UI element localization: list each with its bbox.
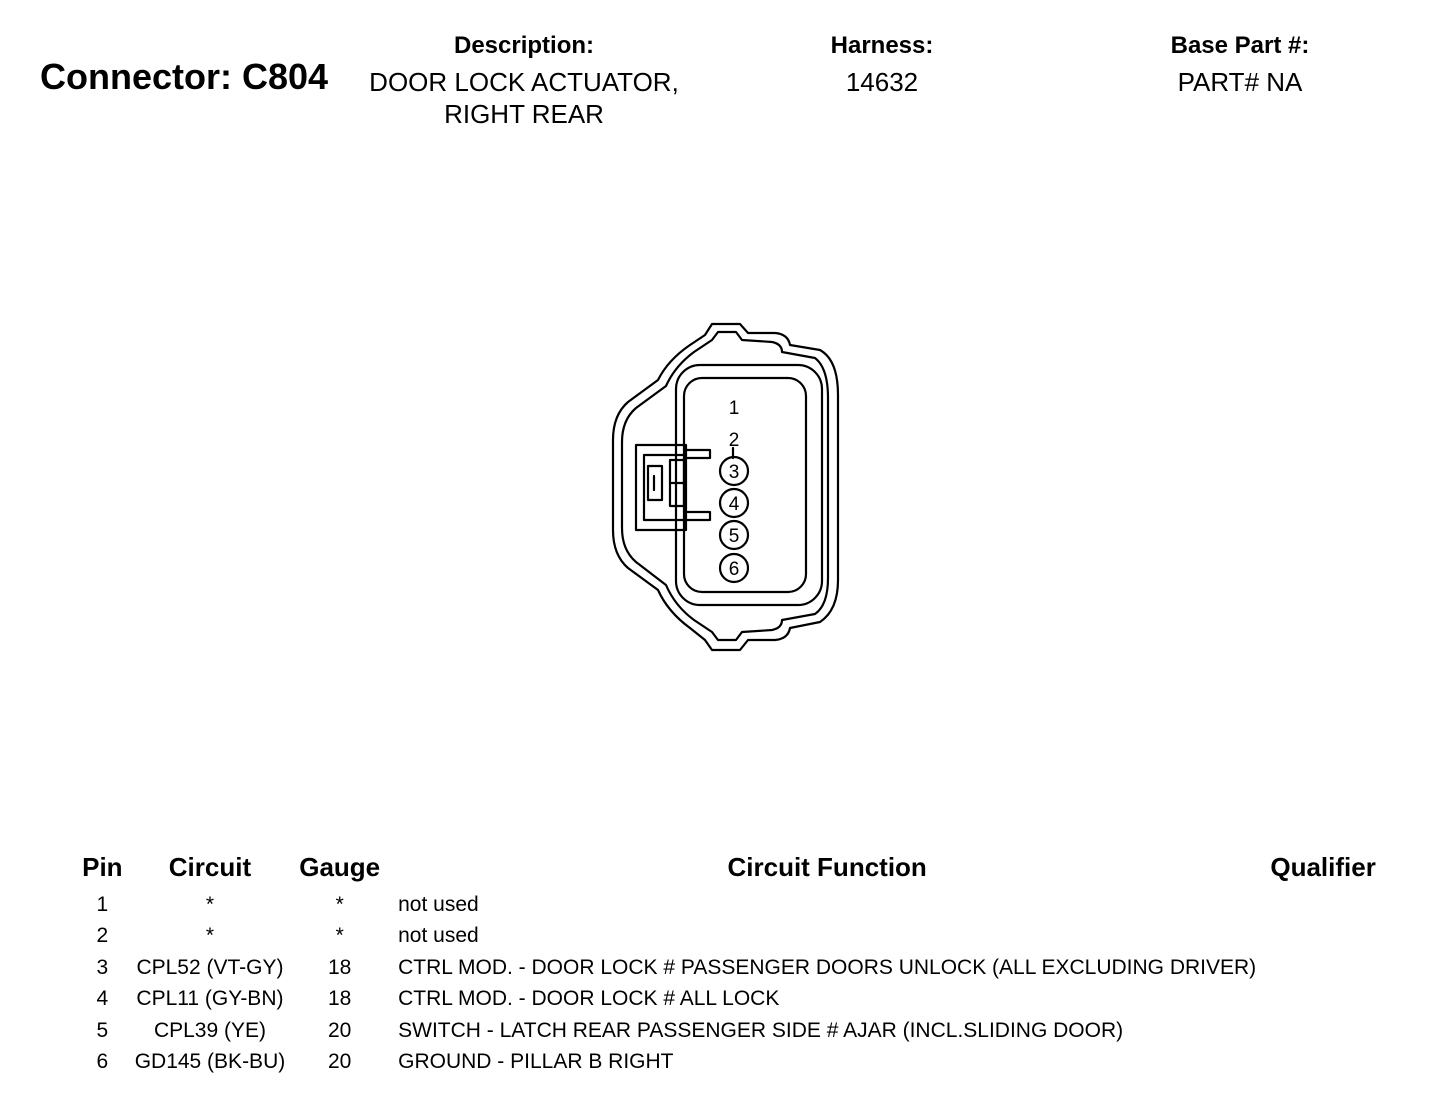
connector-title: Connector: C804 [40, 56, 329, 97]
cell-circuit: CPL52 (VT-GY) [136, 955, 284, 979]
key-upper [684, 448, 712, 460]
cell-gauge: * [335, 924, 344, 948]
cell-pin: 4 [96, 987, 109, 1011]
pin-label-2: 2 [729, 430, 740, 451]
connector-inner-shell [620, 330, 830, 642]
cell-pin: 1 [96, 892, 109, 916]
pin-circle-6 [718, 552, 750, 584]
cell-circuit: CPL11 (GY-BN) [136, 987, 284, 1011]
pin-label-1: 1 [729, 398, 740, 419]
cell-gauge: 20 [328, 1050, 352, 1074]
header-pin: Pin [82, 852, 123, 882]
cell-qualifier [1256, 984, 1390, 1016]
table-row: 1 * * not used [70, 889, 1390, 921]
cell-circuit: * [205, 892, 215, 916]
cell-gauge: 20 [328, 1018, 352, 1042]
pin-label-6: 6 [729, 559, 740, 580]
latch-frame [642, 453, 688, 522]
base-part-block: Base Part #: PART# NA [1120, 32, 1360, 98]
base-part-value: PART# NA [1177, 67, 1303, 97]
key-lower [684, 510, 712, 522]
cell-pin: 6 [96, 1050, 109, 1074]
cell-pin: 5 [96, 1018, 109, 1042]
cell-circuit: GD145 (BK-BU) [134, 1050, 286, 1074]
pin-label-4: 4 [729, 494, 740, 515]
pin-circle-4 [718, 487, 750, 519]
cell-circuit: CPL39 (YE) [153, 1018, 266, 1042]
connector-face-diagram: 1 2 3 4 5 6 [611, 322, 840, 652]
cell-circuit-function: not used [398, 924, 479, 948]
description-line-2: RIGHT REAR [444, 99, 604, 129]
description-block: Description: DOOR LOCK ACTUATOR, RIGHT R… [354, 32, 694, 130]
table-row: 4 CPL11 (GY-BN) 18 CTRL MOD. - DOOR LOCK… [70, 984, 1390, 1016]
header-circuit-function: Circuit Function [727, 852, 927, 882]
base-part-label: Base Part #: [1170, 32, 1310, 59]
pin-table: Pin Circuit Gauge Circuit Function Quali… [70, 850, 1390, 1078]
cell-pin: 2 [96, 924, 109, 948]
cell-qualifier [1256, 952, 1390, 984]
header-qualifier: Qualifier [1270, 852, 1376, 882]
table-row: 3 CPL52 (VT-GY) 18 CTRL MOD. - DOOR LOCK… [70, 952, 1390, 984]
cell-qualifier [1256, 921, 1390, 953]
pin-circle-5 [718, 519, 750, 551]
description-label: Description: [453, 32, 594, 59]
pin-cavity-outer [674, 363, 824, 607]
cell-qualifier [1256, 889, 1390, 921]
cell-qualifier [1256, 1047, 1390, 1079]
table-row: 5 CPL39 (YE) 20 SWITCH - LATCH REAR PASS… [70, 1015, 1390, 1047]
cell-circuit-function: not used [398, 892, 479, 916]
cell-gauge: * [335, 892, 344, 916]
header-gauge: Gauge [299, 852, 381, 882]
table-row: 2 * * not used [70, 921, 1390, 953]
pin-label-3: 3 [729, 462, 740, 483]
cell-circuit-function: GROUND - PILLAR B RIGHT [398, 1050, 674, 1074]
latch-housing [634, 443, 688, 532]
harness-block: Harness: 14632 [782, 32, 982, 98]
cell-circuit-function: SWITCH - LATCH REAR PASSENGER SIDE # AJA… [398, 1018, 1124, 1042]
latch-tab-left [646, 464, 664, 502]
cell-gauge: 18 [328, 955, 352, 979]
header-circuit: Circuit [168, 852, 252, 882]
pin-label-5: 5 [729, 526, 740, 547]
cell-circuit-function: CTRL MOD. - DOOR LOCK # PASSENGER DOORS … [398, 955, 1257, 979]
pin-circle-3 [718, 455, 750, 487]
harness-label: Harness: [830, 32, 934, 59]
cell-circuit: * [205, 924, 215, 948]
description-line-1: DOOR LOCK ACTUATOR, [369, 67, 679, 97]
table-header-row: Pin Circuit Gauge Circuit Function Quali… [70, 850, 1390, 889]
connector-outer-shell [611, 322, 840, 652]
cell-gauge: 18 [328, 987, 352, 1011]
table-row: 6 GD145 (BK-BU) 20 GROUND - PILLAR B RIG… [70, 1047, 1390, 1079]
harness-value: 14632 [845, 67, 919, 97]
cell-qualifier [1256, 1015, 1390, 1047]
cell-pin: 3 [96, 955, 109, 979]
cell-circuit-function: CTRL MOD. - DOOR LOCK # ALL LOCK [398, 987, 780, 1011]
